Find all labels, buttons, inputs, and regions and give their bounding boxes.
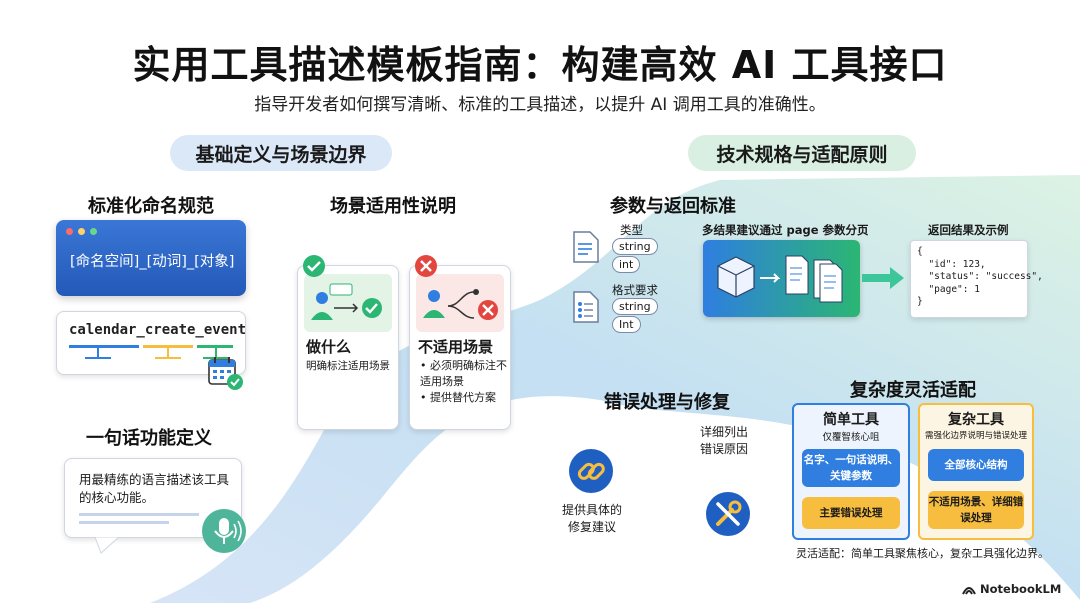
- oneline-text: 用最精练的语言描述该工具的核心功能。: [79, 472, 230, 505]
- type-label: 类型: [620, 223, 643, 237]
- error-detail-text: 详细列出 错误原因: [700, 425, 749, 456]
- complex-error-box: 不适用场景、详细错误处理: [928, 491, 1024, 529]
- complex-tool-sub: 需强化边界说明与错误处理: [924, 431, 1027, 441]
- complexity-heading: 复杂度灵活适配: [850, 380, 976, 401]
- naming-heading: 标准化命名规范: [88, 196, 214, 217]
- user-cross-icon: [423, 289, 498, 320]
- right-section-pill: 技术规格与适配原则: [688, 135, 916, 171]
- simple-tool-title: 简单工具: [823, 412, 879, 428]
- oneline-speech-bubble: 用最精练的语言描述该工具的核心功能。: [64, 458, 242, 538]
- simple-core-box: 名字、一句话说明、关键参数: [802, 449, 900, 487]
- notebooklm-logo-icon: [962, 587, 976, 595]
- page-title: 实用工具描述模板指南：构建高效 AI 工具接口: [132, 43, 948, 87]
- error-fix-text: 提供具体的 修复建议: [561, 503, 622, 534]
- microphone-icon: [202, 509, 246, 553]
- do-desc: 明确标注适用场景: [306, 360, 390, 372]
- format-chip-string: string: [612, 298, 658, 315]
- return-label: 返回结果及示例: [928, 223, 1009, 237]
- complex-tool-title: 复杂工具: [948, 412, 1004, 428]
- oneline-heading: 一句话功能定义: [86, 428, 212, 449]
- error-heading: 错误处理与修复: [604, 392, 730, 413]
- wrench-screwdriver-icon: [706, 492, 750, 536]
- naming-template-window: [命名空间]_[动词]_[对象]: [56, 220, 246, 296]
- naming-template-text: [命名空间]_[动词]_[对象]: [70, 254, 235, 270]
- complex-core-box: 全部核心结构: [928, 449, 1024, 481]
- brand-name: NotebookLM: [980, 582, 1062, 596]
- naming-example-text: calendar_create_event: [69, 322, 247, 338]
- speech-tail-icon: [95, 537, 120, 554]
- do-title: 做什么: [306, 338, 352, 356]
- brand-badge: NotebookLM: [962, 582, 1061, 596]
- box-to-pages-icon: [717, 255, 843, 303]
- user-check-icon: [311, 283, 382, 320]
- scenario-do-card: 做什么 明确标注适用场景: [297, 265, 399, 430]
- type-chip-int: int: [612, 256, 641, 273]
- dont-title: 不适用场景: [418, 338, 494, 356]
- simple-error-box: 主要错误处理: [802, 497, 900, 529]
- left-section-pill: 基础定义与场景边界: [170, 135, 392, 171]
- format-chip-int: Int: [612, 316, 641, 333]
- simple-tool-sub: 仅覆智核心咀: [822, 432, 880, 443]
- dont-cross-badge-icon: [415, 255, 437, 277]
- complex-tool-panel: 复杂工具 需强化边界说明与错误处理 全部核心结构 不适用场景、详细错误处理: [918, 403, 1034, 540]
- page-subtitle: 指导开发者如何撰写清晰、标准的工具描述，以提升 AI 调用工具的准确性。: [254, 95, 826, 115]
- scenario-heading: 场景适用性说明: [330, 196, 456, 217]
- type-chip-string: string: [612, 238, 658, 255]
- broken-link-icon: [569, 449, 613, 493]
- dont-bullet-2: • 提供替代方案: [420, 391, 496, 404]
- return-code-block: { "id": 123, "status": "success", "page"…: [910, 240, 1043, 318]
- params-heading: 参数与返回标准: [610, 196, 736, 217]
- document-type-icon: [573, 231, 599, 263]
- format-label: 格式要求: [612, 283, 658, 297]
- complexity-note: 灵活适配：简单工具聚焦核心，复杂工具强化边界。: [796, 547, 1049, 560]
- document-format-icon: [573, 291, 599, 323]
- dont-bullet-1: • 必须明确标注不适用场景: [420, 359, 507, 388]
- arrow-right-icon: [862, 267, 904, 289]
- scenario-dont-card: 不适用场景 • 必须明确标注不适用场景 • 提供替代方案: [409, 265, 511, 430]
- calendar-check-icon: [208, 357, 243, 390]
- window-dots: [66, 228, 97, 235]
- do-check-badge-icon: [303, 255, 325, 277]
- simple-tool-panel: 简单工具 仅覆智核心咀 名字、一句话说明、关键参数 主要错误处理: [792, 403, 910, 540]
- paging-note: 多结果建议通过 page 参数分页: [702, 223, 869, 237]
